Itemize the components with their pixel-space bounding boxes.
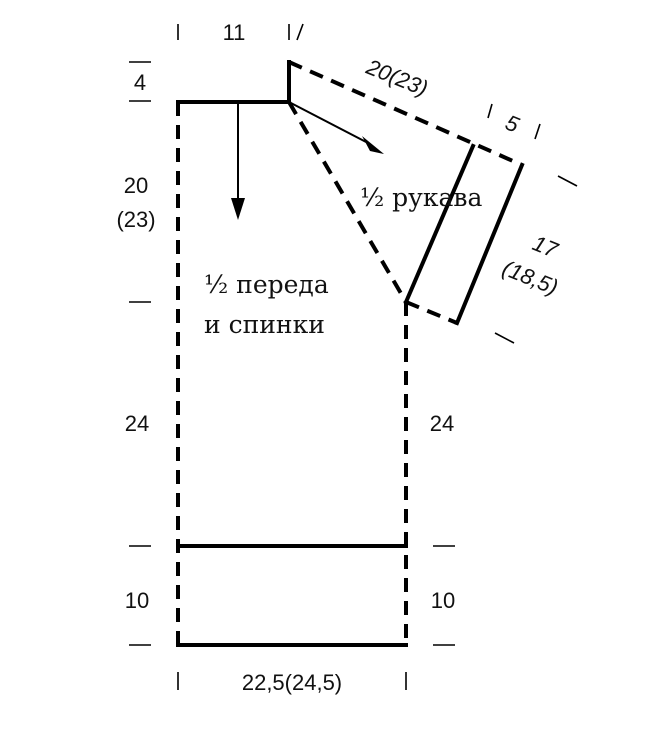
dim-shoulder-width: 11 [223,20,246,45]
label-half-front-back-2: и спинки [204,310,325,339]
sleeve-top-line [288,60,523,167]
tick-sleeve-5-left [487,103,493,119]
dim-body-width: 22,5(24,5) [242,670,342,695]
dim-side-left: 24 [125,411,149,436]
arrow-down-head [231,198,245,220]
arrow-diagonal [288,101,384,154]
dim-sleeve-width-1: 17 [529,230,562,263]
body-outline [176,60,408,647]
tick-sleeve-width-top [557,175,578,187]
sleeve-cuff-solid [454,162,525,326]
armhole-line [287,100,408,304]
dim-sleeve-top-edge: 20(23) [362,54,431,101]
dim-rib-right: 10 [431,588,455,613]
dim-rib-left: 10 [125,588,149,613]
tick-top-slant [296,23,304,41]
dim-armhole-height-2: (23) [116,207,155,232]
sleeve-inner-solid [403,143,476,305]
tick-sleeve-width-bottom [494,332,515,344]
tick-marks [129,23,578,690]
arrow-diagonal-shaft [288,101,369,144]
arrow-down [231,102,245,220]
label-half-sleeve: ½ рукава [360,183,482,212]
sleeve-outline [287,60,525,326]
arrow-diagonal-head [362,136,384,154]
dim-sleeve-cuff-offset: 5 [502,110,523,138]
sleeve-bottom-line [405,300,458,325]
dim-armhole-height-1: 20 [124,173,148,198]
dim-neck-drop: 4 [134,70,146,95]
dim-side-right: 24 [430,411,454,436]
tick-sleeve-5-right [534,123,541,140]
label-half-front-back-1: ½ переда [204,270,329,299]
